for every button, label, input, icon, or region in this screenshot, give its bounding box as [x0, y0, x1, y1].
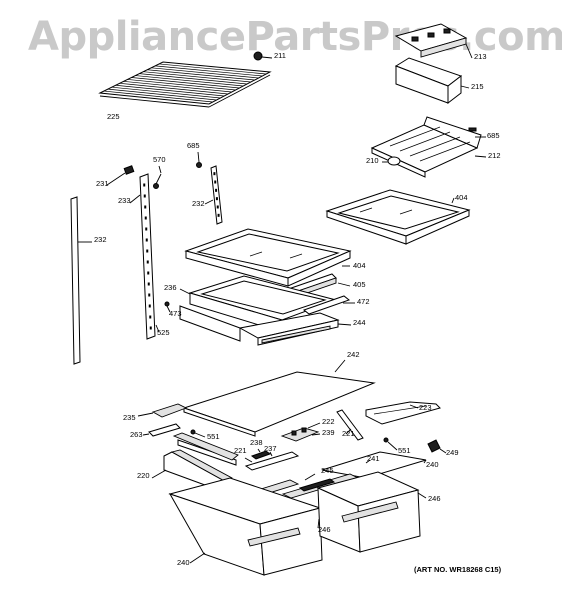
callout-c246b: 246 [318, 525, 331, 534]
callout-c232a: 232 [192, 199, 205, 208]
callout-c236: 236 [164, 283, 177, 292]
screw-551-right [383, 437, 398, 451]
callout-c551b: 551 [398, 446, 411, 455]
crisper-drawer-240-left [168, 477, 323, 576]
callout-c244: 244 [353, 318, 366, 327]
slide-235 [137, 403, 188, 418]
callout-c246a: 246 [428, 494, 441, 503]
callout-c473: 473 [169, 309, 182, 318]
callout-c233: 233 [118, 196, 131, 205]
callout-c221a: 221 [342, 429, 355, 438]
callout-c213: 213 [474, 52, 487, 61]
callout-c225: 225 [107, 112, 120, 121]
callout-c404b: 404 [353, 261, 366, 270]
callout-c472: 472 [357, 297, 370, 306]
callout-c221b: 221 [234, 446, 247, 455]
dairy-bin-215 [394, 57, 470, 105]
callout-c210: 210 [366, 156, 379, 165]
callout-c570: 570 [153, 155, 166, 164]
callout-c241: 241 [367, 454, 380, 463]
callout-c240a: 240 [426, 460, 439, 469]
callout-c239: 239 [322, 428, 335, 437]
callout-c238: 238 [250, 438, 263, 447]
leader-233 [129, 194, 141, 204]
hinge-249 [427, 439, 447, 454]
callout-c263: 263 [130, 430, 143, 439]
screw-551-left [190, 429, 206, 438]
callout-c220: 220 [137, 471, 150, 480]
slide-223 [365, 401, 441, 425]
callout-c525: 525 [157, 328, 170, 337]
callout-c551a: 551 [207, 432, 220, 441]
callout-c685a: 685 [187, 141, 200, 150]
art-number: (ART NO. WR18268 C15) [414, 565, 502, 574]
callout-c242: 242 [347, 350, 360, 359]
drawer-cover-244 [179, 305, 352, 346]
latch-210 [382, 156, 401, 166]
callout-c232b: 232 [94, 235, 107, 244]
drawer-236 [179, 275, 338, 333]
dairy-door-213 [394, 23, 473, 59]
callout-c211: 211 [274, 51, 286, 60]
callout-labels: 211 213 215 225 685 685 212 570 210 231 233 232 404 2… [94, 51, 501, 567]
bracket-222-239 [280, 422, 321, 442]
callout-c249: 249 [446, 448, 459, 457]
bracket-263 [142, 423, 181, 437]
shelf-cap-211 [253, 51, 273, 61]
callout-c685b: 685 [487, 131, 500, 140]
rail-472 [302, 295, 355, 315]
watermark-text: AppliancePartsPros.com [28, 14, 562, 60]
crisper-cover-glass-242 [182, 359, 376, 437]
shelf-ladder-233 [139, 173, 156, 340]
support-238-237 [244, 448, 300, 471]
callout-c237: 237 [264, 444, 277, 453]
snack-pan-212 [370, 116, 487, 178]
rail-221-left [172, 432, 239, 466]
shelf-ladder-232-right [204, 165, 223, 225]
callout-c235: 235 [123, 413, 136, 422]
crisper-drawer-240-right [316, 471, 427, 553]
leader-525 [155, 324, 160, 333]
callout-c215: 215 [471, 82, 484, 91]
glass-shelf-404-upper [325, 189, 471, 245]
screw-685 [196, 151, 202, 168]
callout-c245: 245 [321, 466, 334, 475]
screw-473 [164, 301, 171, 313]
callout-c212: 212 [488, 151, 501, 160]
shelf-ladder-232-left [70, 196, 92, 365]
rail-221-right [336, 409, 364, 441]
callout-c405: 405 [353, 280, 366, 289]
callout-c223: 223 [419, 403, 432, 412]
screw-570 [153, 165, 162, 189]
callout-c231: 231 [96, 179, 109, 188]
clip-231 [106, 165, 135, 186]
callout-c240b: 240 [177, 558, 190, 567]
glass-shelf-404-lower [184, 228, 352, 287]
wire-shelf-225 [98, 61, 272, 108]
callout-c222: 222 [322, 417, 335, 426]
callout-c404a: 404 [455, 193, 468, 202]
